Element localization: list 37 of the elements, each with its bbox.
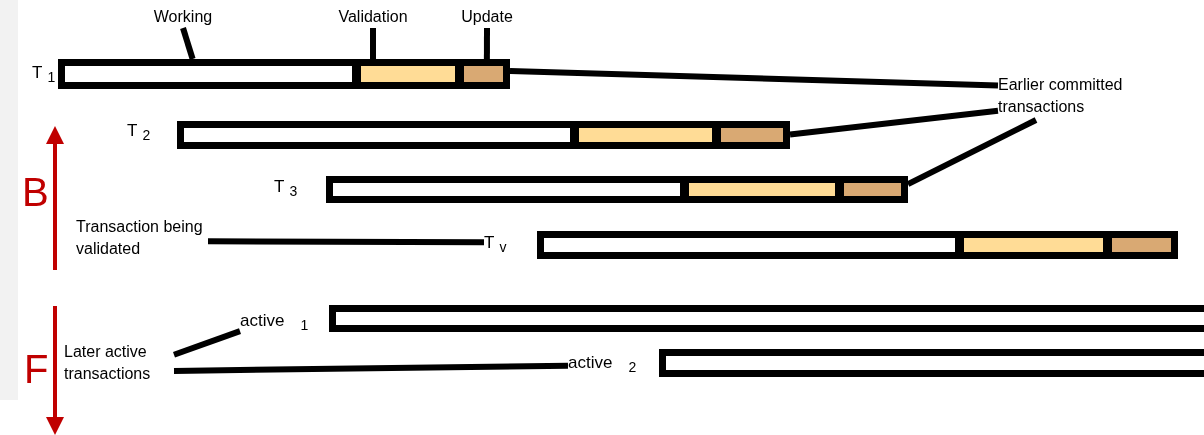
transaction-bar	[326, 176, 908, 203]
annotation-text: Later active transactions	[64, 341, 174, 385]
annotation-text: Earlier committed transactions	[998, 74, 1150, 118]
transaction-label: T$_{v}$	[484, 232, 507, 258]
bar-segment	[455, 66, 503, 82]
direction-letter: B	[22, 170, 49, 214]
leader-line	[483, 28, 490, 59]
bar-segment	[712, 128, 783, 142]
bar-segment	[835, 183, 901, 196]
annotation-text: Update	[447, 6, 527, 28]
transaction-bar	[58, 59, 510, 89]
transaction-bar	[329, 305, 1204, 332]
bar-segment	[352, 66, 455, 82]
bar-segment	[955, 238, 1103, 252]
leader-line	[180, 27, 196, 60]
transaction-label: T$_{1}$	[32, 62, 56, 88]
annotation-text: Transaction being validated	[76, 216, 208, 260]
leader-line	[208, 238, 484, 246]
leader-line	[509, 68, 999, 89]
leader-line	[173, 362, 569, 374]
transaction-bar	[659, 349, 1204, 377]
transaction-label: T$_{3}$	[274, 176, 298, 202]
bar-segment	[680, 183, 835, 196]
leader-line	[370, 28, 376, 59]
leader-line	[789, 107, 999, 138]
leader-line	[173, 328, 241, 358]
transaction-bar	[177, 121, 790, 149]
annotation-text: Working	[143, 6, 223, 28]
bar-segment	[1103, 238, 1171, 252]
transaction-label: T$_{2}$	[127, 120, 151, 146]
direction-letter: F	[24, 347, 49, 391]
bar-segment	[570, 128, 712, 142]
transaction-label: active$_{2}$	[568, 352, 637, 378]
transaction-label: active$_{1}$	[240, 310, 309, 336]
leader-line	[906, 117, 1038, 187]
annotation-text: Validation	[318, 6, 428, 28]
transaction-bar	[537, 231, 1178, 259]
